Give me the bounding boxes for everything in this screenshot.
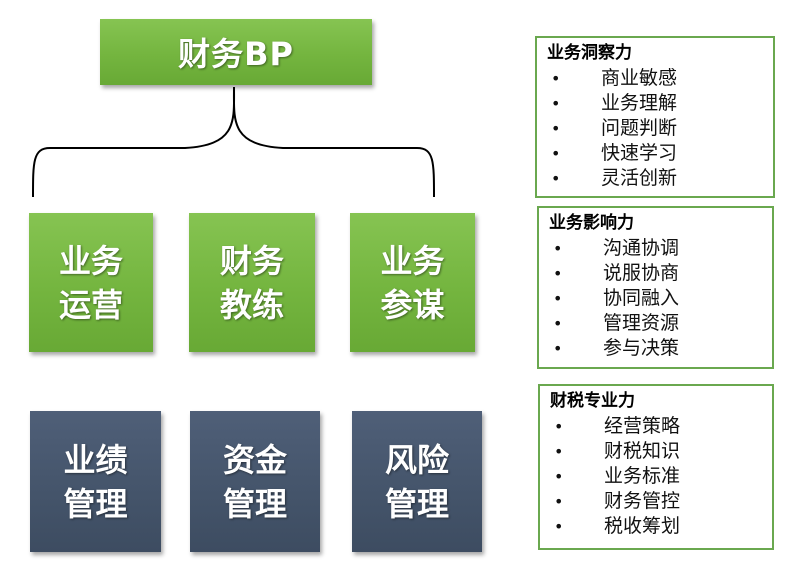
panel-tax-expertise: 财税专业力 经营策略 财税知识 业务标准 财务管控 税收筹划 [538, 384, 774, 550]
panel-business-insight: 业务洞察力 商业敏感 业务理解 问题判断 快速学习 灵活创新 [535, 36, 775, 198]
function-line2: 管理 [222, 484, 287, 523]
role-line1: 业务 [380, 241, 445, 280]
role-box-business-operations: 业务 运营 [29, 213, 153, 352]
top-node-label: 财务BP [178, 35, 294, 73]
list-item: 快速学习 [547, 141, 773, 166]
function-line1: 风险 [384, 440, 449, 479]
list-item: 参与决策 [549, 336, 772, 361]
function-line1: 业绩 [63, 440, 128, 479]
panel-list: 商业敏感 业务理解 问题判断 快速学习 灵活创新 [547, 66, 773, 191]
list-item: 管理资源 [549, 311, 772, 336]
role-line2: 参谋 [380, 285, 445, 324]
role-line1: 财务 [219, 241, 284, 280]
list-item: 协同融入 [549, 286, 772, 311]
list-item: 经营策略 [550, 414, 772, 439]
list-item: 财税知识 [550, 439, 772, 464]
panel-title: 财税专业力 [550, 391, 635, 411]
function-box-performance-management: 业绩 管理 [30, 411, 161, 552]
role-box-finance-coach: 财务 教练 [189, 213, 315, 352]
function-box-risk-management: 风险 管理 [352, 411, 482, 552]
function-line1: 资金 [222, 440, 287, 479]
top-node-finance-bp: 财务BP [100, 19, 372, 85]
panel-business-influence: 业务影响力 沟通协调 说服协商 协同融入 管理资源 参与决策 [537, 206, 774, 369]
list-item: 问题判断 [547, 116, 773, 141]
function-line2: 管理 [384, 484, 449, 523]
bracket-left-arm [32, 86, 236, 198]
role-line2: 运营 [58, 285, 123, 324]
function-line2: 管理 [63, 484, 128, 523]
role-line2: 教练 [219, 285, 284, 324]
list-item: 税收筹划 [550, 514, 772, 539]
list-item: 业务理解 [547, 91, 773, 116]
panel-title: 业务洞察力 [547, 43, 632, 63]
bracket-right-arm [232, 86, 435, 198]
role-line1: 业务 [58, 241, 123, 280]
role-box-business-advisor: 业务 参谋 [350, 213, 475, 352]
list-item: 说服协商 [549, 261, 772, 286]
panel-title: 业务影响力 [549, 213, 634, 233]
list-item: 商业敏感 [547, 66, 773, 91]
list-item: 业务标准 [550, 464, 772, 489]
list-item: 沟通协调 [549, 236, 772, 261]
list-item: 灵活创新 [547, 166, 773, 191]
panel-list: 经营策略 财税知识 业务标准 财务管控 税收筹划 [550, 414, 772, 539]
function-box-capital-management: 资金 管理 [190, 411, 320, 552]
panel-list: 沟通协调 说服协商 协同融入 管理资源 参与决策 [549, 236, 772, 361]
list-item: 财务管控 [550, 489, 772, 514]
